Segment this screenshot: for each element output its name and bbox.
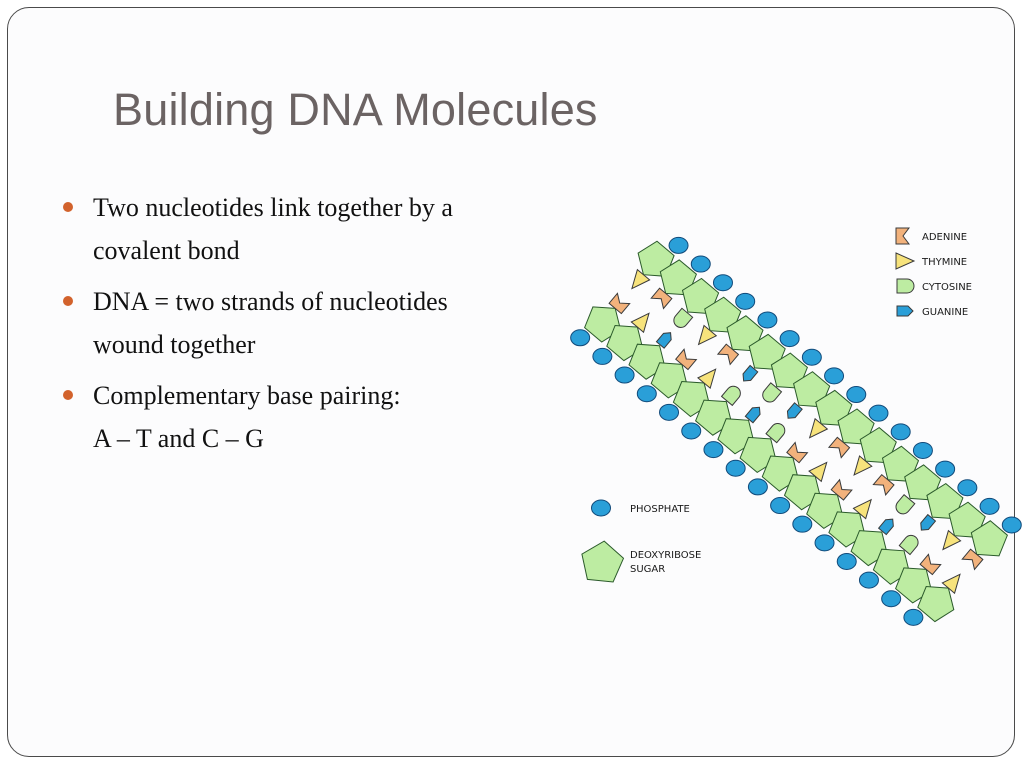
phosphate-icon [824, 367, 845, 385]
bullet-line: Two nucleotides link together by a [93, 193, 453, 222]
adenine-icon [872, 473, 895, 496]
bullet-line: A – T and C – G [93, 424, 264, 453]
phosphate-icon [979, 497, 1000, 515]
cytosine-icon [762, 382, 783, 403]
adenine-icon [919, 553, 942, 576]
cytosine-icon [673, 307, 694, 328]
thymine-icon [808, 461, 828, 483]
adenine-icon [961, 548, 984, 571]
phosphate-icon [636, 385, 657, 403]
phosphate-icon [792, 515, 813, 533]
thymine-icon [631, 268, 651, 290]
bullet-item: Two nucleotides link together by a coval… [60, 186, 560, 272]
bullet-item: Complementary base pairing: A – T and C … [60, 374, 560, 460]
adenine-icon [608, 292, 631, 315]
adenine-icon [675, 348, 698, 371]
guanine-icon [742, 364, 759, 382]
bullet-line: Complementary base pairing: [93, 381, 401, 410]
phosphate-icon [890, 423, 911, 441]
adenine-icon [830, 478, 853, 501]
legend-label: SUGAR [630, 564, 665, 575]
phosphate-icon [770, 497, 791, 515]
cytosine-icon [895, 493, 916, 515]
legend-label: CYTOSINE [922, 282, 972, 293]
thymine-icon [808, 417, 829, 439]
phosphate-icon [668, 236, 689, 254]
phosphate-icon [836, 552, 857, 570]
phosphate-icon [814, 534, 835, 552]
phosphate-icon [935, 460, 956, 478]
thymine-icon [853, 455, 873, 476]
slide-title: Building DNA Molecules [113, 84, 598, 135]
cytosine-icon [898, 534, 919, 556]
bullet-list: Two nucleotides link together by a coval… [60, 186, 560, 468]
phosphate-icon [779, 330, 800, 348]
phosphate-icon [846, 386, 867, 404]
thymine-icon [630, 312, 650, 334]
legend-label: ADENINE [922, 232, 967, 243]
cytosine-icon [896, 278, 915, 294]
phosphate-icon [957, 479, 978, 497]
thymine-icon [697, 324, 718, 346]
thymine-icon [697, 368, 717, 390]
guanine-icon [877, 518, 894, 536]
phosphate-icon [1001, 516, 1022, 534]
guanine-icon [655, 332, 672, 349]
phosphate-icon [592, 347, 613, 365]
cytosine-icon [720, 385, 741, 407]
thymine-icon [942, 529, 962, 551]
phosphate-icon [681, 422, 702, 440]
phosphate-icon [614, 366, 635, 384]
thymine-icon [852, 498, 872, 520]
thymine-icon [941, 573, 961, 595]
sugar-icon [970, 520, 1008, 557]
phosphate-icon [747, 478, 768, 496]
bullet-dot-icon [63, 296, 73, 306]
phosphate-icon [712, 274, 733, 292]
phosphate-icon [725, 459, 746, 477]
slide [7, 7, 1015, 757]
phosphate-icon [912, 441, 933, 459]
bullet-item: DNA = two strands of nucleotides wound t… [60, 280, 560, 366]
legend-label: DEOXYRIBOSE [630, 550, 701, 561]
phosphate-icon [735, 292, 756, 310]
legend-label: PHOSPHATE [630, 504, 690, 515]
phosphate-icon [801, 348, 822, 366]
phosphate-icon [868, 404, 889, 422]
thymine-icon [895, 252, 916, 270]
phosphate-icon [659, 403, 680, 421]
phosphate-icon [690, 255, 711, 273]
dna-double-strand [570, 236, 1022, 626]
legend-label: THYMINE [921, 257, 967, 268]
bullet-line: DNA = two strands of nucleotides [93, 287, 448, 316]
adenine-icon [716, 343, 740, 366]
guanine-icon [744, 406, 761, 424]
sugar-icon [917, 585, 955, 623]
guanine-icon [896, 305, 914, 317]
legend-label: GUANINE [922, 307, 968, 318]
phosphate-icon [703, 441, 724, 459]
phosphate-icon [858, 571, 879, 589]
phosphate-icon [570, 329, 591, 347]
cytosine-icon [765, 423, 786, 444]
adenine-icon [786, 441, 809, 464]
bullet-dot-icon [63, 390, 73, 400]
adenine-icon [650, 287, 673, 310]
bullet-line: covalent bond [93, 236, 240, 265]
adenine-icon [827, 436, 851, 459]
diagram-legend: ADENINE THYMINE CYTOSINE GUANINE PHOSPHATE DE… [581, 227, 972, 583]
adenine-icon [895, 227, 910, 245]
guanine-icon [786, 402, 803, 419]
phosphate-icon [757, 311, 778, 329]
phosphate-icon [591, 499, 611, 517]
bullet-line: wound together [93, 330, 256, 359]
phosphate-icon [881, 590, 902, 608]
bullet-dot-icon [63, 202, 73, 212]
phosphate-icon [903, 608, 924, 626]
guanine-icon [920, 513, 937, 531]
sugar-icon [581, 540, 625, 583]
